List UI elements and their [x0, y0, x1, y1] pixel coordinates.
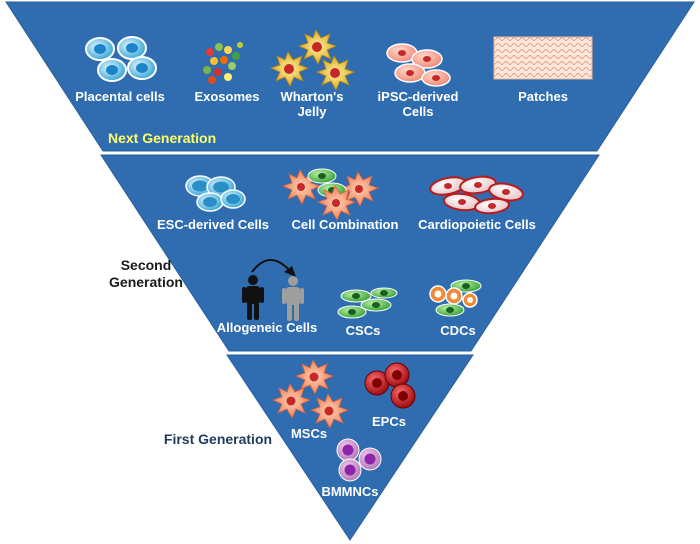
label-ipsc-line1: iPSC-derived [378, 89, 459, 104]
label-patches: Patches [518, 89, 568, 104]
heading-second-generation-line1: Second [121, 257, 172, 273]
label-ipsc-line2: Cells [402, 104, 433, 119]
heading-first-generation: First Generation [164, 431, 272, 447]
msc-cell-icon [271, 359, 350, 429]
label-placental-cells: Placental cells [75, 89, 165, 104]
label-exosomes: Exosomes [194, 89, 259, 104]
cardiopoietic-cell-icon [429, 175, 524, 215]
label-whartons-jelly-line2: Jelly [298, 104, 328, 119]
patch-mesh-icon [493, 36, 593, 80]
label-cardiopoietic-cells: Cardiopoietic Cells [418, 217, 536, 232]
label-epcs: EPCs [372, 414, 406, 429]
bmmnc-cell-icon [336, 438, 382, 482]
label-cell-combination: Cell Combination [292, 217, 399, 232]
heading-next-generation: Next Generation [108, 130, 216, 146]
csc-cell-icon [337, 287, 398, 319]
cell-combination-icon [281, 168, 380, 221]
label-whartons-jelly-line1: Wharton's [280, 89, 343, 104]
transfer-arrow-icon [251, 259, 292, 273]
transfer-arrowhead-icon [284, 266, 296, 277]
epc-cell-icon [364, 362, 416, 409]
label-cdcs: CDCs [440, 323, 475, 338]
placental-cell-icon [85, 36, 157, 82]
wharton-jelly-cell-icon [269, 29, 356, 91]
label-bmmncs: BMMNCs [321, 484, 378, 499]
human-figure-recipient-icon [282, 276, 304, 321]
heading-second-generation-line2: Generation [109, 274, 183, 290]
label-esc-derived-cells: ESC-derived Cells [157, 217, 269, 232]
human-figure-icon [242, 275, 264, 320]
ipsc-cell-icon [386, 43, 451, 87]
label-cscs: CSCs [346, 323, 381, 338]
label-allogeneic-cells: Allogeneic Cells [217, 320, 317, 335]
exosome-icon [203, 42, 243, 84]
label-mscs: MSCs [291, 426, 327, 441]
esc-cell-icon [185, 175, 246, 212]
cdc-cell-icon [429, 279, 482, 317]
